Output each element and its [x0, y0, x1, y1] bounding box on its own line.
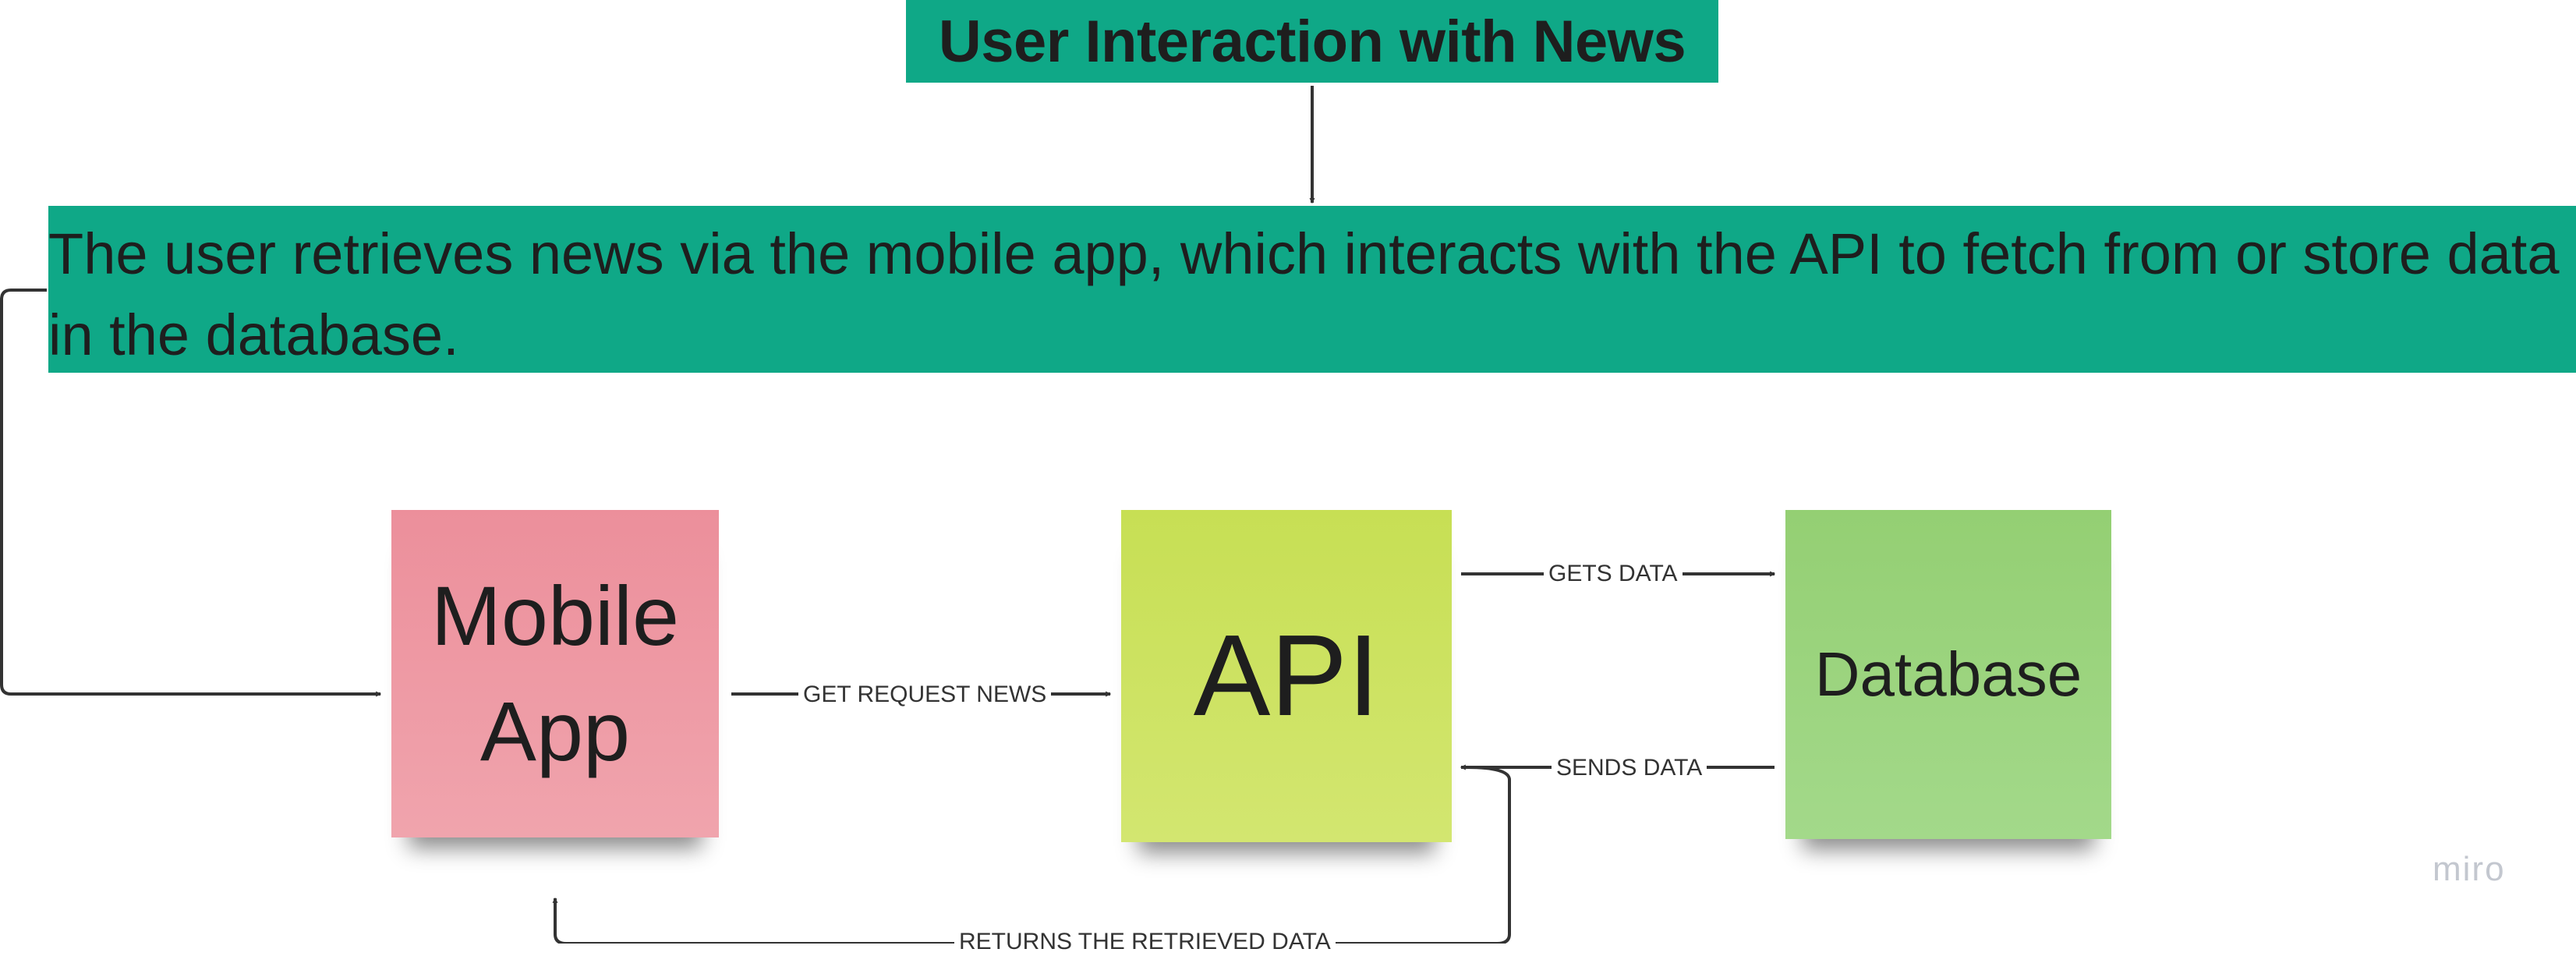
mobile-app-label-line1: Mobile: [430, 568, 680, 663]
diagram-title: User Interaction with News: [906, 0, 1718, 83]
description-box: The user retrieves news via the mobile a…: [48, 206, 2576, 373]
description-to-mobile-app-arrow: [0, 289, 382, 697]
api-label: API: [1193, 611, 1380, 740]
mobile-app-label: Mobile App: [431, 558, 679, 789]
edge-label-get-request-news: GET REQUEST NEWS: [798, 681, 1052, 709]
edge-label-returns-data: RETURNS THE RETRIEVED DATA: [954, 928, 1336, 956]
miro-watermark: miro: [2433, 850, 2506, 888]
edge-label-sends-data: SENDS DATA: [1552, 754, 1707, 782]
edge-label-gets-data: GETS DATA: [1544, 560, 1683, 588]
diagram-title-text: User Interaction with News: [938, 8, 1686, 75]
sticky-note-mobile-app[interactable]: Mobile App: [391, 510, 719, 837]
returns-data-arrow: [552, 766, 1511, 944]
sticky-note-api[interactable]: API: [1121, 510, 1452, 842]
database-label: Database: [1814, 639, 2082, 709]
mobile-app-label-line2: App: [479, 684, 631, 778]
description-text: The user retrieves news via the mobile a…: [48, 221, 2560, 367]
sticky-note-database[interactable]: Database: [1785, 510, 2111, 839]
